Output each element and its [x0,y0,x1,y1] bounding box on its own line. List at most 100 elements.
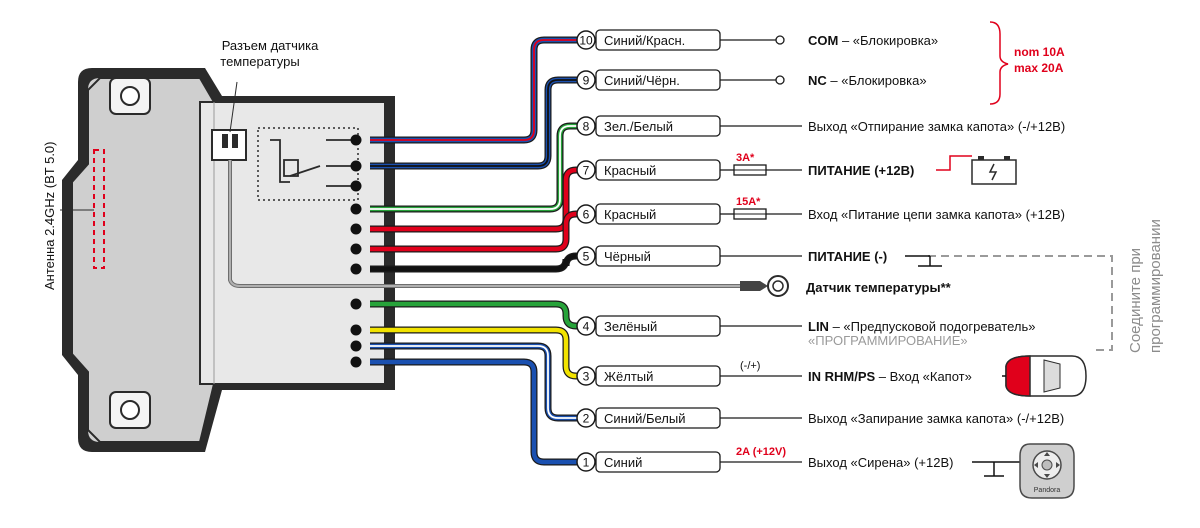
wire-color-name-7: Красный [604,163,656,178]
wire-number-circle-1 [576,452,596,472]
wire-description-7: ПИТАНИЕ (+12В) [808,163,914,178]
relay-terminal-9 [775,75,785,85]
connector-pins [350,134,362,368]
wire-color-name-5: Чёрный [604,249,651,264]
wire-description-6: Вход «Питание цепи замка капота» (+12В) [808,207,1065,222]
relay-rating-nom: nom 10A [1014,45,1065,59]
wire-color-name-9: Синий/Чёрн. [604,73,680,88]
wire-description-10: COM – «Блокировка» [808,33,938,48]
wire-4 [370,301,586,329]
connector-pin [350,356,362,368]
wire-note-3: (-/+) [740,360,760,372]
wire-number-circle-3 [576,366,596,386]
wire-color-name-4: Зелёный [604,319,657,334]
wire-color-name-1: Синий [604,455,642,470]
wire-3 [370,327,586,379]
fuse-rating-6: 15A* [736,196,761,208]
temp-sensor-label: Датчик температуры** [806,280,952,295]
side-note-2: программировании [1147,219,1164,353]
siren-icon: Pandora [1019,443,1075,499]
fuse-rating-7: 3A* [736,152,755,164]
wire-description-2: Выход «Запирание замка капота» (-/+12В) [808,411,1064,426]
wire-color-name-10: Синий/Красн. [604,33,685,48]
wire-description-3: IN RHM/PS – Вход «Капот» [808,369,972,384]
wire-number-circle-5 [576,246,596,266]
wire-outline-3 [370,326,586,380]
connector-pin [350,263,362,275]
wire-stripe-9 [370,79,586,167]
wire-number-1: 1 [583,456,590,470]
wire-2 [370,343,586,421]
wire-description2-4: «ПРОГРАММИРОВАНИЕ» [808,333,968,348]
module-body [60,68,789,452]
wire-description-4: LIN – «Предпусковой подогреватель» [808,319,1035,334]
wire-number-7: 7 [583,164,590,178]
wire-stripe-8 [370,125,586,210]
wire-stripe-10 [370,39,586,141]
wire-outline-1 [370,358,586,466]
wire-description-5: ПИТАНИЕ (-) [808,249,887,264]
wire-number-circle-8 [576,116,596,136]
relay-rating-max: max 20A [1014,61,1064,75]
wire-labels: 10 Синий/Красн. COM – «Блокировка» 9 Синий/Ч… [576,29,1065,473]
wire-outline-2 [370,342,586,422]
wire-number-3: 3 [583,370,590,384]
wire-number-6: 6 [583,208,590,222]
wire-description-8: Выход «Отпирание замка капота» (-/+12В) [808,119,1065,134]
wire-number-circle-7 [576,160,596,180]
wire-9 [370,77,586,169]
wire-number-9: 9 [583,74,590,88]
wire-outline-10 [370,36,586,144]
sensor-connector-label-1: Разъем датчика [222,38,319,53]
battery-icon [936,155,1017,185]
connector-pin [350,203,362,215]
connector-pin [350,340,362,352]
wire-5 [370,253,586,272]
ground-symbol-siren [972,461,1020,477]
connector-pin [350,160,362,172]
connector-pin [350,223,362,235]
relay-rating-bracket [989,21,1009,105]
wire-color-name-3: Жёлтый [604,369,653,384]
wire-6 [370,211,586,252]
wire-outline-9 [370,76,586,170]
car-hood-icon [1002,355,1087,397]
wire-number-5: 5 [583,250,590,264]
wire-number-8: 8 [583,120,590,134]
wire-number-circle-6 [576,204,596,224]
ground-symbol-power [905,255,942,267]
wire-color-name-6: Красный [604,207,656,222]
wire-number-circle-4 [576,316,596,336]
connector-pin [350,324,362,336]
connector-pin [350,180,362,192]
antenna-outline [93,149,105,269]
wire-7 [370,167,586,232]
wires [370,36,586,466]
wire-number-circle-2 [576,408,596,428]
side-note-1: Соедините при [1127,248,1144,353]
wire-10 [370,37,586,143]
sensor-connector-label-2: температуры [220,54,299,69]
programming-bracket [928,255,1113,351]
siren-brand: Pandora [1034,487,1061,494]
sensor-connector [211,129,247,161]
connector-pin [350,298,362,310]
connector-pin [350,243,362,255]
wire-color-name-8: Зел./Белый [604,119,673,134]
relay-terminal-10 [775,35,785,45]
wire-number-4: 4 [583,320,590,334]
wire-number-2: 2 [583,412,590,426]
wire-note-1: 2A (+12V) [736,446,786,458]
wire-number-circle-9 [576,70,596,90]
wire-1 [370,359,586,465]
wire-outline-4 [370,300,586,330]
connector-pin [350,134,362,146]
wire-number-10: 10 [579,34,593,48]
wire-color-name-2: Синий/Белый [604,411,686,426]
wire-number-circle-10 [576,30,596,50]
wire-outline-7 [370,166,586,233]
wire-description-9: NC – «Блокировка» [808,73,927,88]
antenna-label: Антенна 2.4GHz (BT 5.0) [42,142,57,291]
wire-description-1: Выход «Сирена» (+12В) [808,455,953,470]
